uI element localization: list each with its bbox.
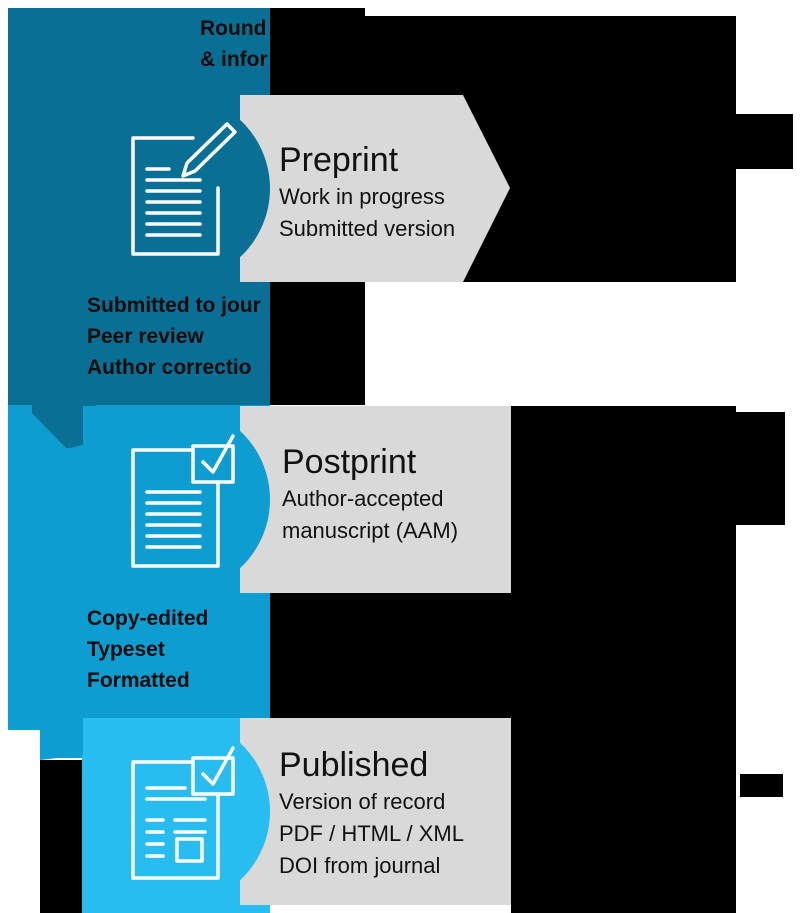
transition-step: Submitted to jour	[87, 294, 261, 317]
stage-title: Postprint	[282, 443, 417, 481]
redaction-block	[511, 690, 736, 913]
redaction-block	[736, 412, 785, 525]
stage-detail: Submitted version	[279, 216, 456, 241]
preprint-icon-circle	[83, 95, 270, 282]
document-pencil-icon	[131, 122, 237, 256]
document-checkbox-icon	[131, 434, 235, 568]
redaction-block	[270, 282, 365, 405]
redaction-block	[40, 760, 82, 913]
redaction-block	[270, 16, 736, 95]
stage-detail: PDF / HTML / XML	[279, 821, 464, 846]
transition-step: Author correctio	[87, 356, 252, 379]
redaction-block	[270, 593, 511, 718]
stage-detail: DOI from journal	[279, 853, 441, 878]
published-text: Published Version of record PDF / HTML /…	[279, 748, 464, 882]
header-note: Round & infor	[200, 13, 268, 75]
postprint-band-tail	[40, 718, 96, 760]
stage-title: Published	[279, 746, 429, 784]
redaction-block	[511, 406, 736, 718]
transition-step: Peer review	[87, 325, 204, 348]
redaction-block	[736, 114, 793, 169]
postprint-text: Postprint Author-accepted manuscript (AA…	[282, 445, 458, 547]
transition-step: Copy-edited	[87, 607, 209, 630]
published-card	[240, 718, 511, 905]
redaction-block	[270, 8, 365, 18]
published-icon-circle	[83, 718, 270, 905]
redaction-block	[740, 774, 783, 797]
transition-steps: Submitted to jour Peer review Author cor…	[87, 290, 270, 383]
stage-detail: Author-accepted	[282, 486, 444, 511]
header-note-line: & infor	[200, 48, 268, 71]
preprint-text: Preprint Work in progress Submitted vers…	[279, 143, 455, 245]
redaction-block	[463, 95, 736, 282]
postprint-card	[240, 406, 511, 593]
stage-title: Preprint	[279, 141, 399, 179]
header-note-line: Round	[200, 17, 267, 40]
stage-detail: manuscript (AAM)	[282, 518, 459, 543]
preprint-card	[240, 95, 510, 282]
transition-steps: Copy-edited Typeset Formatted	[87, 603, 208, 696]
transition-step: Typeset	[87, 638, 165, 661]
stage-detail: Version of record	[279, 789, 446, 814]
stage-detail: Work in progress	[279, 184, 445, 209]
preprint-band-tail	[32, 405, 96, 448]
postprint-icon-circle	[83, 406, 270, 593]
transition-step: Formatted	[87, 669, 190, 692]
formatted-document-checkbox-icon	[131, 746, 235, 880]
